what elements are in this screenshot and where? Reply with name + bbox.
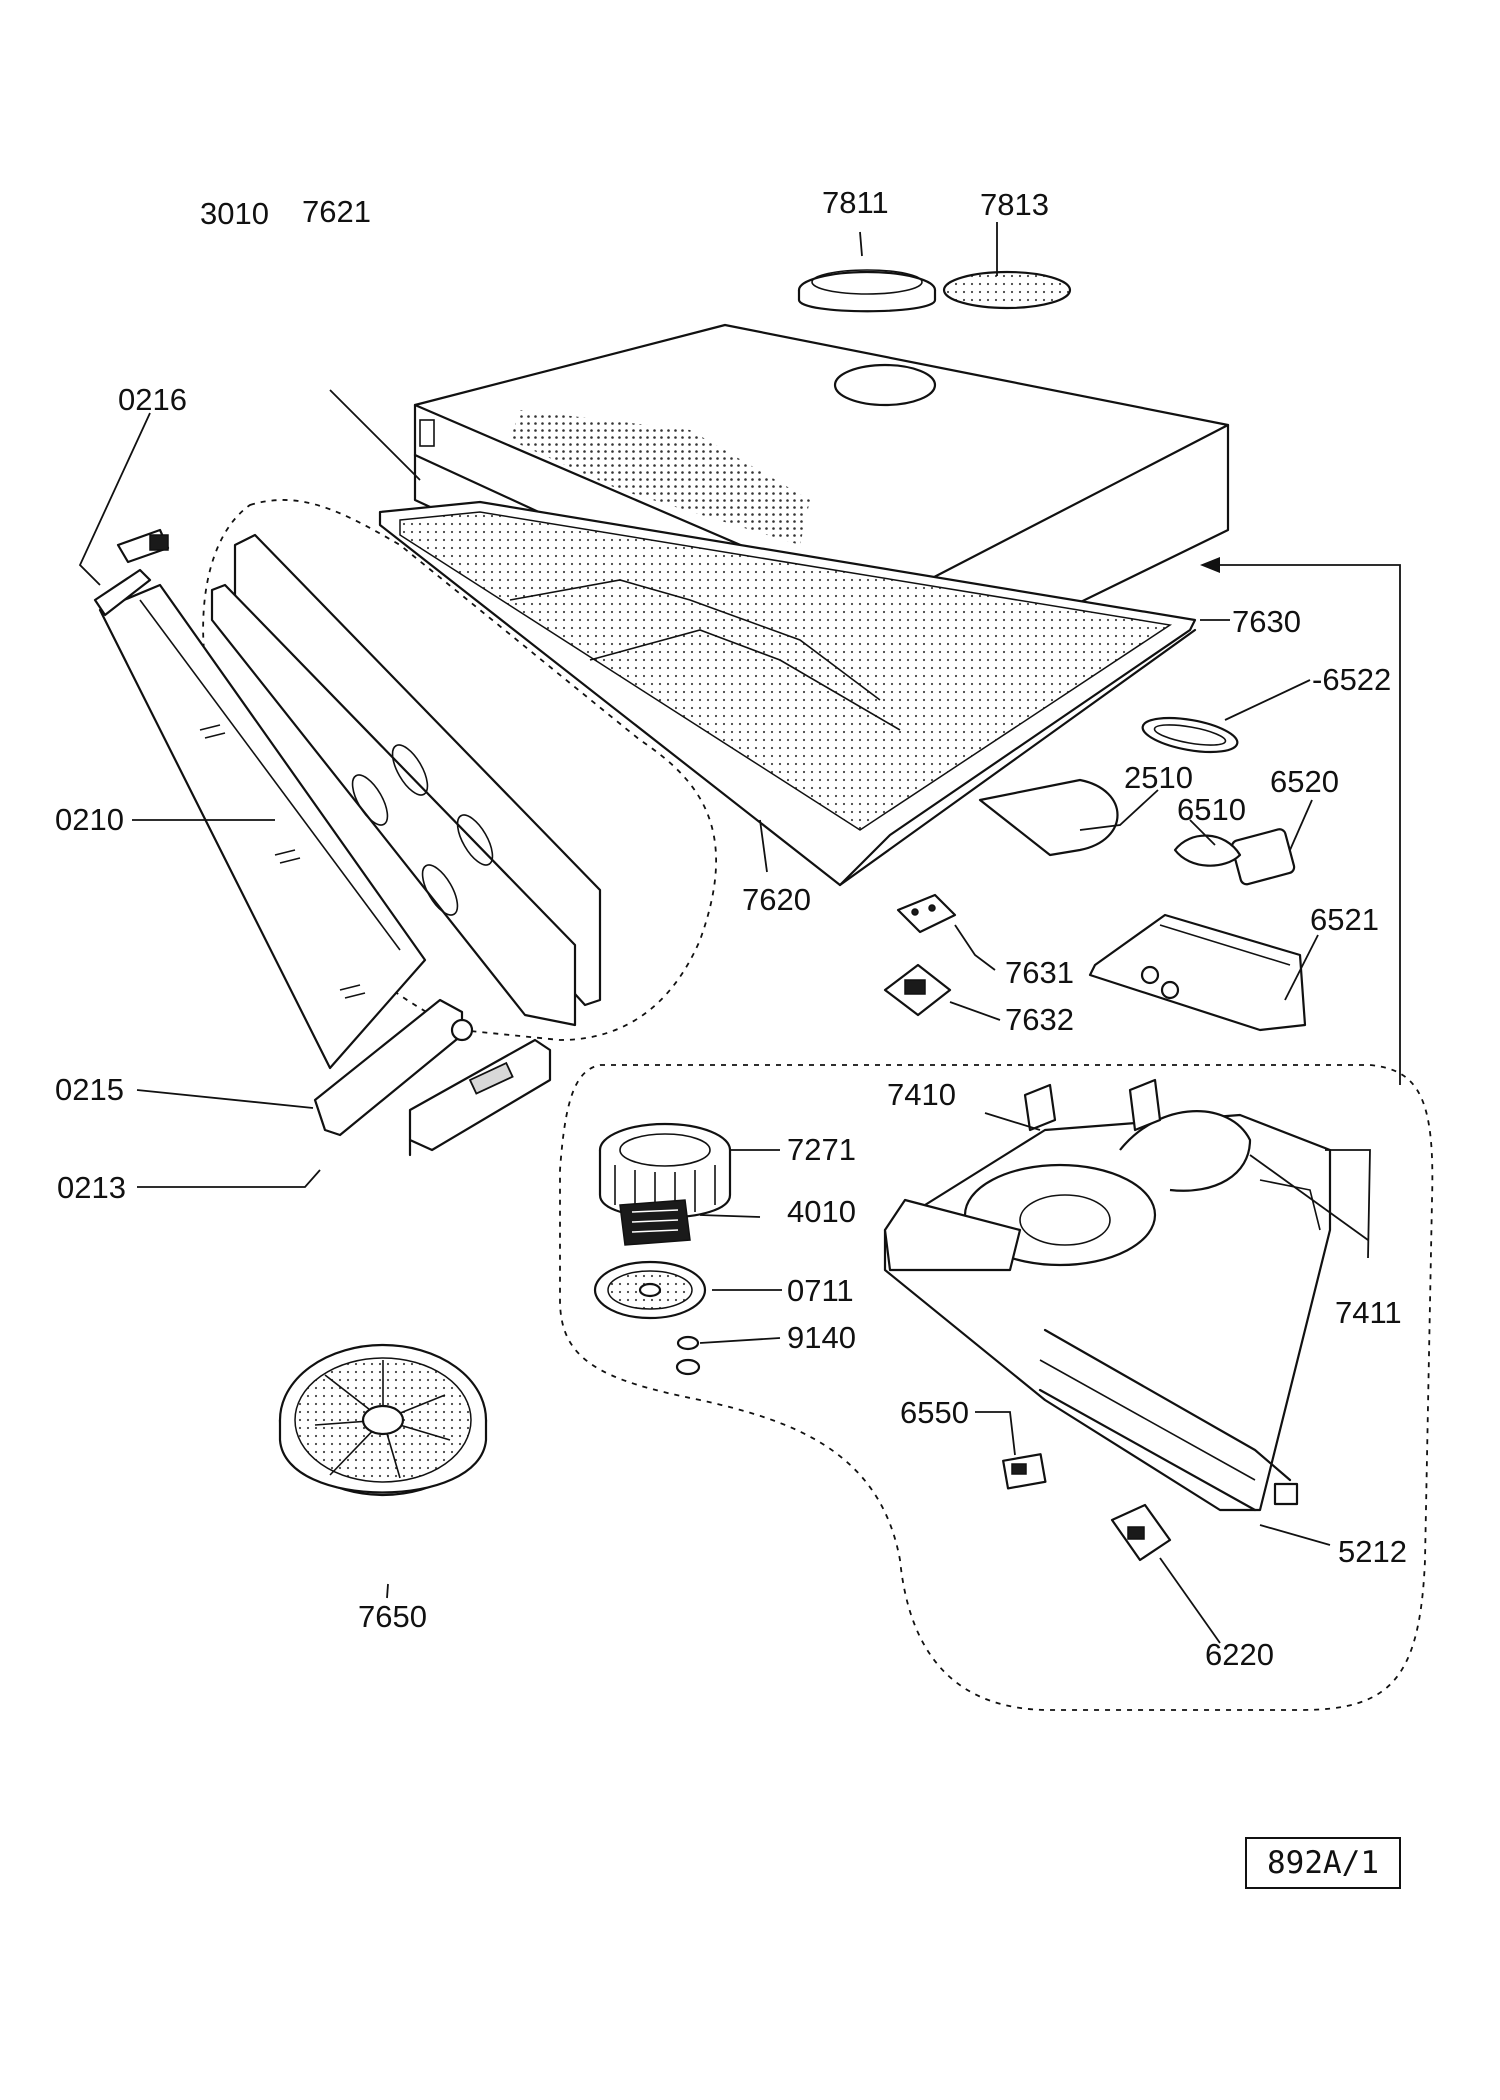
lamp-bulb (1173, 828, 1296, 886)
label-6522: -6522 (1312, 662, 1391, 697)
label-7410: 7410 (887, 1077, 956, 1112)
label-0711: 0711 (787, 1273, 854, 1308)
front-fascia (210, 533, 602, 1027)
label-6550: 6550 (900, 1395, 969, 1430)
label-4010: 4010 (787, 1194, 856, 1229)
connector-5212 (1273, 1482, 1299, 1506)
label-7813: 7813 (980, 187, 1049, 222)
label-5212: 5212 (1338, 1534, 1407, 1569)
label-0215: 0215 (55, 1072, 124, 1107)
label-7411: 7411 (1335, 1295, 1402, 1330)
carbon-filter (278, 1343, 488, 1497)
switch-7632 (883, 963, 952, 1017)
switch-7631 (896, 893, 957, 934)
label-0210: 0210 (55, 802, 124, 837)
label-7621: 7621 (302, 194, 371, 229)
clip-0216 (93, 528, 170, 617)
label-6220: 6220 (1205, 1637, 1274, 1672)
nut-9140 (676, 1335, 700, 1351)
label-6520: 6520 (1270, 764, 1339, 799)
label-7811: 7811 (822, 185, 889, 220)
label-6510: 6510 (1177, 792, 1246, 827)
blower-housing (883, 1078, 1332, 1512)
leader-lines (78, 222, 1371, 1644)
airflow-arrow (1200, 557, 1401, 1085)
motor-group-outline (559, 1064, 1434, 1711)
fan-impeller (598, 1122, 732, 1219)
lamp-holder (1088, 913, 1307, 1032)
connector-6550 (1002, 1453, 1047, 1490)
label-0216: 0216 (118, 382, 187, 417)
part-labels: 3010 7621 7811 7813 0216 0210 7630 -6522… (55, 185, 1407, 1672)
label-6521: 6521 (1310, 902, 1379, 937)
motor-cover-grid (593, 1260, 707, 1320)
glass-front-panel (98, 583, 427, 1070)
label-7620: 7620 (742, 882, 811, 917)
label-7271: 7271 (787, 1132, 856, 1167)
washer (675, 1358, 701, 1376)
backflow-grid (942, 270, 1072, 310)
filter-frame (378, 500, 1197, 887)
lamp-cover (1141, 716, 1239, 754)
outlet-flange (797, 269, 937, 313)
clip-0215 (313, 998, 474, 1137)
motor (619, 1199, 691, 1246)
label-2510: 2510 (1124, 760, 1193, 795)
label-3010: 3010 (200, 196, 269, 231)
label-0213: 0213 (57, 1170, 126, 1205)
connector-6220 (1110, 1503, 1172, 1562)
label-9140: 9140 (787, 1320, 856, 1355)
diagram-reference: 892A/1 (1245, 1837, 1401, 1889)
label-7630: 7630 (1232, 604, 1301, 639)
label-7632: 7632 (1005, 1002, 1074, 1037)
hinge-0213 (408, 1038, 552, 1157)
label-7631: 7631 (1005, 955, 1074, 990)
light-diffuser (978, 778, 1119, 857)
label-7650: 7650 (358, 1599, 427, 1634)
